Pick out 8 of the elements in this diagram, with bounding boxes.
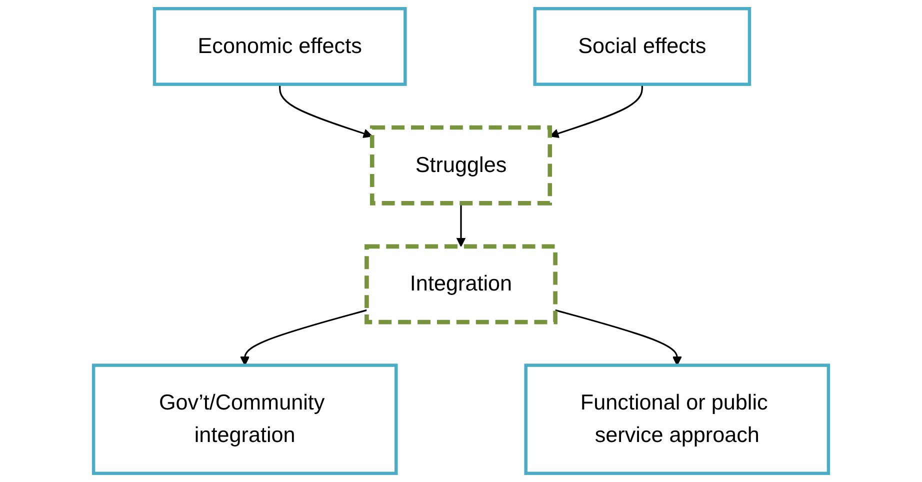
node-box: Integration <box>364 244 558 324</box>
node-box: Economic effects <box>152 7 407 86</box>
arrow <box>240 309 367 366</box>
node-box: Social effects <box>533 7 752 86</box>
arrow <box>555 309 682 366</box>
node-box: Struggles <box>370 125 552 206</box>
node-box: Gov’t/Community integration <box>92 364 398 475</box>
node-box: Functional or public service approach <box>524 364 830 475</box>
